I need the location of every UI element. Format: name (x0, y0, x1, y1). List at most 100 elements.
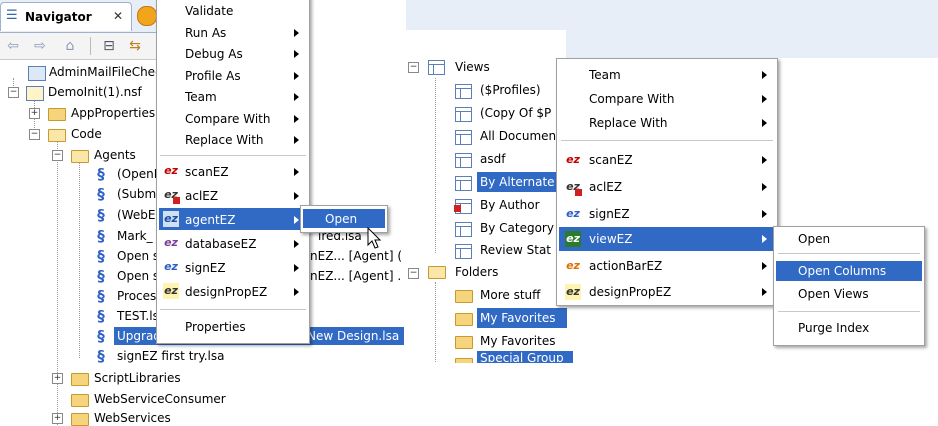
menu-item-open[interactable]: Open (798, 232, 831, 246)
menu-item-open[interactable]: Open (325, 212, 358, 226)
signez-icon: ez (164, 260, 178, 273)
menu-item-open-columns[interactable]: Open Columns (798, 264, 887, 278)
menu-item-validate[interactable]: Validate (185, 4, 234, 18)
tree-item-agents[interactable]: Agents (94, 148, 136, 162)
menu-item-run-as[interactable]: Run As (185, 26, 227, 40)
navigator-tab[interactable]: ☰ Navigator ✕ (0, 2, 132, 31)
collapse-toggle[interactable]: − (8, 87, 19, 98)
menu-item-open-views[interactable]: Open Views (798, 287, 869, 301)
submenu-arrow-icon (294, 29, 299, 37)
submenu-arrow-icon (762, 71, 767, 79)
collapse-toggle[interactable]: − (408, 62, 419, 73)
database-icon (26, 86, 44, 101)
collapse-toggle[interactable]: − (408, 268, 419, 279)
folder-icon (455, 313, 473, 326)
view-icon (455, 222, 472, 237)
view-item[interactable]: ($Profiles) (480, 83, 541, 97)
collapse-toggle[interactable]: − (29, 129, 40, 140)
menu-item-actionbarez[interactable]: actionBarEZ (589, 259, 663, 273)
agent-icon: § (97, 307, 105, 325)
menu-item-viewez[interactable]: viewEZ (589, 232, 633, 246)
folder-open-icon (48, 129, 66, 142)
view-item[interactable]: All Documen (480, 129, 557, 143)
expand-toggle[interactable]: + (29, 108, 40, 119)
menu-item-agentez[interactable]: agentEZ (185, 213, 236, 227)
view-item-selected[interactable]: By Alternate (480, 175, 555, 189)
menu-item-replace-with[interactable]: Replace With (185, 133, 264, 147)
viewez-icon: ez (565, 231, 581, 247)
agentez-submenu: Open (300, 205, 388, 233)
menu-item-profile-as[interactable]: Profile As (185, 69, 241, 83)
expand-toggle[interactable]: + (52, 413, 63, 424)
second-tab-icon[interactable] (137, 6, 157, 26)
tree-item-app-properties[interactable]: AppProperties (71, 106, 156, 120)
menu-item-signez[interactable]: signEZ (185, 261, 226, 275)
folder-item[interactable]: More stuff (480, 288, 541, 302)
tree-item-agent[interactable]: Mark_ (117, 229, 153, 243)
menu-item-compare-with[interactable]: Compare With (589, 92, 675, 106)
hidden-row-text: nEZ... [Agent] . (310, 269, 402, 283)
menu-item-designpropez[interactable]: designPropEZ (589, 285, 672, 299)
tree-item-admin[interactable]: AdminMailFileCheck (49, 65, 169, 79)
forward-arrow-icon[interactable]: ⇨ (34, 38, 46, 54)
submenu-arrow-icon (762, 183, 767, 191)
agent-icon: § (97, 206, 105, 224)
view-item[interactable]: asdf (480, 152, 506, 166)
tree-item-database[interactable]: DemoInit(1).nsf (48, 85, 142, 99)
menu-item-aclez[interactable]: aclEZ (589, 180, 623, 194)
tree-item-agent-selected[interactable]: Upgrade (117, 329, 169, 343)
agentez-icon: ez (163, 211, 179, 227)
menu-item-properties[interactable]: Properties (185, 320, 246, 334)
tree-item-folders[interactable]: Folders (455, 265, 499, 279)
tree-item-agent[interactable]: TEST.ls (117, 309, 159, 323)
view-item[interactable]: By Author (480, 198, 540, 212)
view-item[interactable]: (Copy Of $P (480, 106, 552, 120)
menu-item-purge-index[interactable]: Purge Index (798, 321, 870, 335)
home-icon[interactable]: ⌂ (65, 38, 75, 54)
close-icon[interactable]: ✕ (113, 9, 124, 23)
tree-item-agent[interactable]: Open s (117, 249, 160, 263)
menu-item-team[interactable]: Team (589, 68, 621, 82)
folder-item-selected[interactable]: My Favorites (480, 311, 556, 325)
tree-item-agent[interactable]: signEZ first try.lsa (117, 349, 225, 363)
folder-open-icon (71, 150, 89, 163)
collapse-all-icon[interactable]: ⊟ (103, 38, 115, 54)
tree-item-script-libraries[interactable]: ScriptLibraries (94, 371, 181, 385)
menu-item-scanez[interactable]: scanEZ (185, 165, 229, 179)
menu-item-compare-with[interactable]: Compare With (185, 112, 271, 126)
expand-toggle[interactable]: + (52, 373, 63, 384)
menu-item-scanez[interactable]: scanEZ (589, 153, 633, 167)
menu-item-databaseez[interactable]: databaseEZ (185, 237, 257, 251)
folder-icon (455, 336, 473, 349)
submenu-arrow-icon (294, 288, 299, 296)
tree-item-views[interactable]: Views (455, 60, 490, 74)
collapse-toggle[interactable]: − (52, 150, 63, 161)
tree-item-agent[interactable]: Proces (117, 289, 157, 303)
tree-item-agent[interactable]: (OpenI (117, 167, 158, 181)
menu-item-team[interactable]: Team (185, 90, 217, 104)
menu-item-highlight (303, 209, 385, 228)
menu-item-highlight (776, 261, 922, 281)
menu-item-debug-as[interactable]: Debug As (185, 47, 243, 61)
link-editor-icon[interactable]: ⇆ (129, 38, 141, 54)
tree-guide (57, 140, 58, 425)
menu-separator (160, 309, 306, 310)
folder-icon (48, 108, 66, 121)
menu-item-replace-with[interactable]: Replace With (589, 116, 668, 130)
folder-item[interactable]: My Favorites (480, 334, 556, 348)
folder-icon (71, 373, 89, 386)
menu-item-signez[interactable]: signEZ (589, 207, 630, 221)
menu-item-highlight (559, 227, 775, 251)
menu-item-designpropez[interactable]: designPropEZ (185, 285, 268, 299)
tree-item-agent[interactable]: (WebE (117, 208, 156, 222)
menu-item-aclez[interactable]: aclEZ (185, 189, 219, 203)
tree-item-web-services[interactable]: WebServices (94, 411, 171, 425)
tree-item-agent[interactable]: Open s (117, 269, 160, 283)
tree-item-web-service-consumer[interactable]: WebServiceConsumer (94, 392, 226, 406)
view-item[interactable]: Review Stat (480, 243, 552, 257)
folder-item-selected[interactable]: Special Group (480, 351, 564, 362)
back-arrow-icon[interactable]: ⇦ (7, 38, 19, 54)
tree-item-code[interactable]: Code (71, 127, 102, 141)
view-item[interactable]: By Category (480, 221, 554, 235)
tree-item-agent[interactable]: (Submi (117, 187, 160, 201)
